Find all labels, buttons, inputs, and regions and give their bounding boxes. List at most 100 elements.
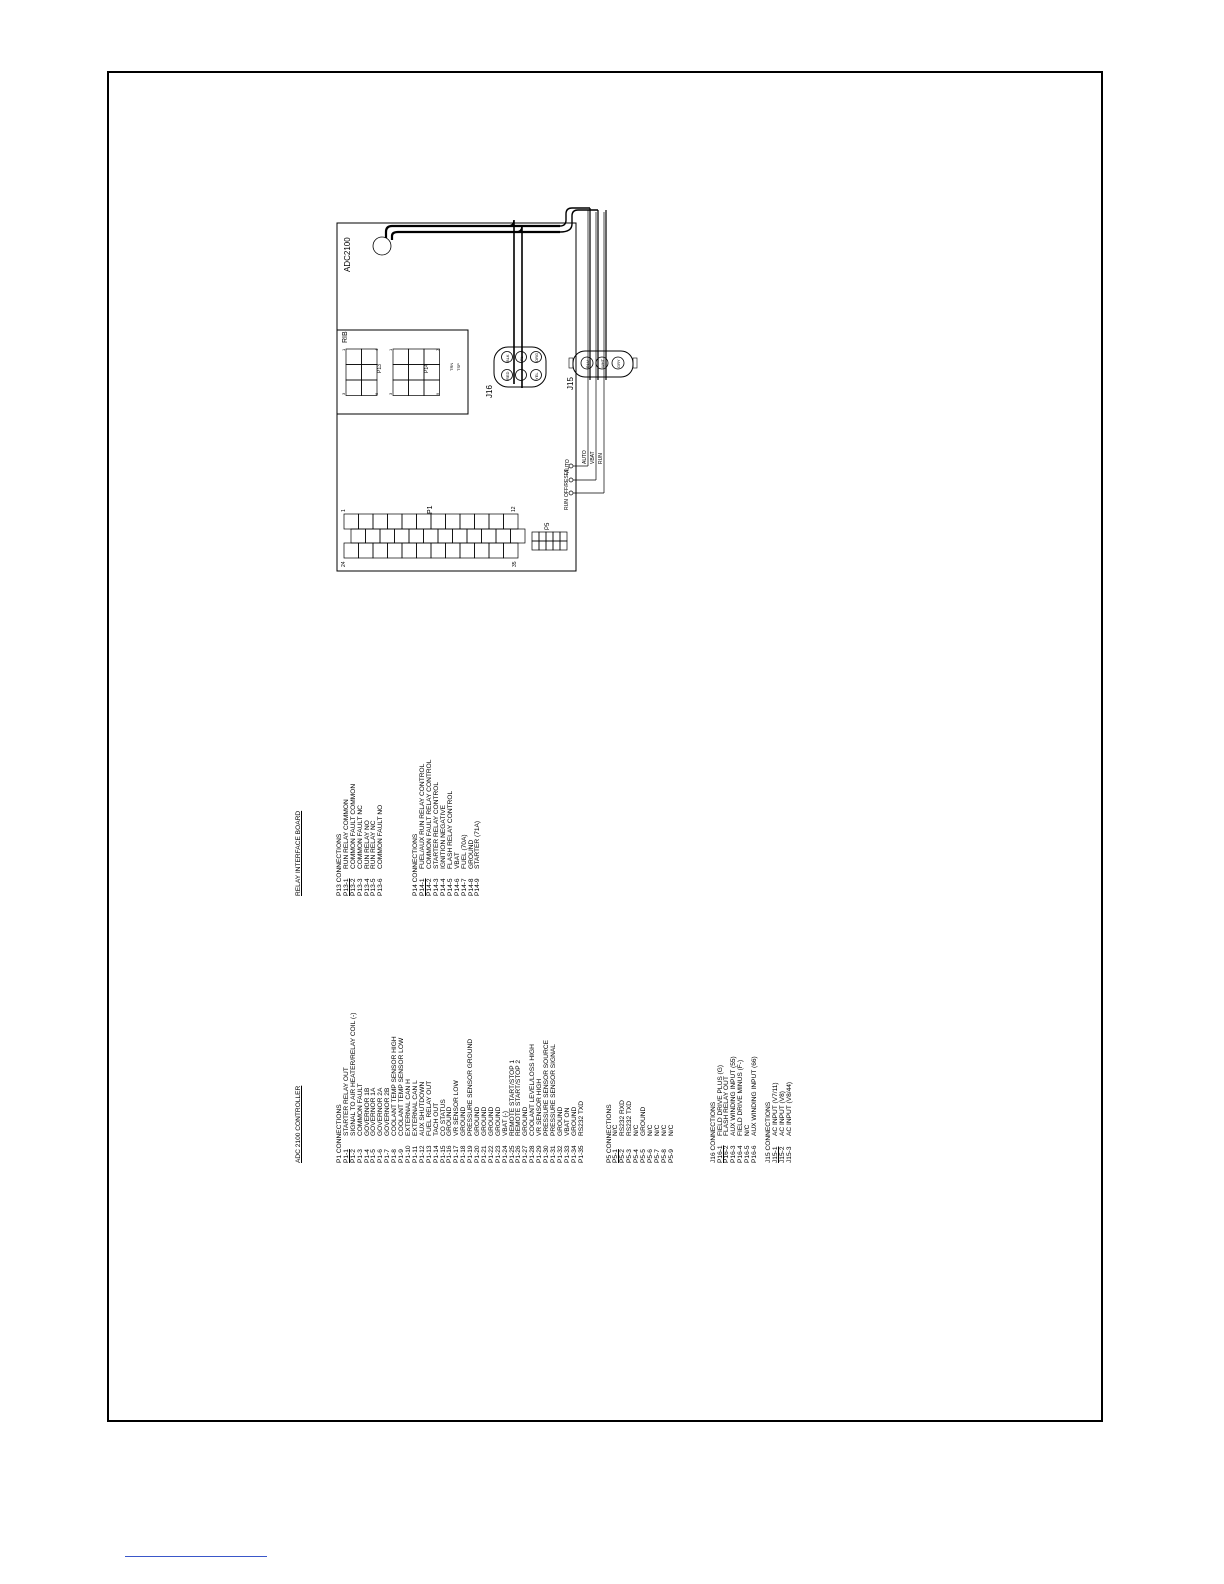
p1-pin-cell xyxy=(387,542,403,559)
legend-row: P1-33VBAT ON xyxy=(564,1013,572,1163)
legend-row: P14-5FLASH RELAY CONTROL xyxy=(447,760,455,896)
p1-pin-cell xyxy=(474,542,490,559)
j15-pin-wht-label: WHT xyxy=(600,358,605,368)
p5-label: P5 xyxy=(545,522,551,530)
legend-section-title: P5 CONNECTIONS xyxy=(605,1104,613,1163)
p1-pin-cell xyxy=(445,513,461,530)
legend-row: P5-9N/C xyxy=(668,1013,676,1163)
p1-pin-cell xyxy=(488,542,504,559)
p1-pin-cell xyxy=(416,513,432,530)
legend-row: P5-6N/C xyxy=(647,1013,655,1163)
legend-row: P5-1N/C xyxy=(612,1013,620,1163)
j16-pin-red-label: RED xyxy=(505,371,510,380)
p1-pin-bottom-right: 35 xyxy=(512,561,518,567)
j16-pin-blk xyxy=(501,351,513,363)
j16-plug xyxy=(493,346,547,388)
page-frame xyxy=(107,71,1103,1422)
p1-pin-cell xyxy=(510,528,526,544)
p13-pin-cell xyxy=(361,379,378,396)
p5-pin-cell xyxy=(538,531,547,542)
p5-pin-cell xyxy=(552,540,561,551)
pin-code: P14-9 xyxy=(474,878,482,896)
p1-pin-cell xyxy=(488,513,504,530)
p14-pin-cell xyxy=(392,364,409,381)
j15-pin-gry-label: GRY xyxy=(616,359,621,368)
legend-row: J15-3 AC INPUT (V8/44) xyxy=(785,1013,794,1164)
legend-row: P1-35RS232 TXD xyxy=(577,1013,586,1163)
p1-pin-cell xyxy=(358,513,374,530)
j16-label: J16 xyxy=(485,385,494,398)
p1-pin-cell xyxy=(459,542,475,559)
p13-corner-4: 4 xyxy=(374,348,379,351)
legend-row: P14-7FUEL (70A) xyxy=(461,760,469,896)
p13-corner-1: 3 xyxy=(341,392,346,395)
p1-pin-cell xyxy=(430,542,446,559)
p5-pin-cell xyxy=(559,540,568,551)
p1-pin-cell xyxy=(387,513,403,530)
j15-pin-blu-label: BLU xyxy=(585,360,590,368)
p1-pin-cell xyxy=(430,513,446,530)
p1-pin-cell xyxy=(372,542,388,559)
p13-corner-2: 1 xyxy=(341,348,346,351)
p14-pin-cell xyxy=(408,379,425,396)
p13-pin-cell xyxy=(345,379,362,396)
p1-pin-cell xyxy=(481,528,497,544)
legend-row: P13-6COMMON FAULT NO xyxy=(377,760,385,896)
pin-description: COMMON FAULT NO xyxy=(377,804,385,869)
p1-pin-cell xyxy=(343,513,359,530)
rib-board xyxy=(336,329,469,415)
p13-pin-cell xyxy=(345,364,362,381)
p5-pin-cell xyxy=(531,540,540,551)
p1-pin-cell xyxy=(495,528,511,544)
p1-pin-cell xyxy=(416,542,432,559)
p14-pin-cell xyxy=(408,348,425,365)
p1-pin-cell xyxy=(343,542,359,559)
pin-description: STARTER (71A) xyxy=(474,820,482,869)
legend-row: P14-6VBAT xyxy=(454,760,462,896)
p5-pin-cell xyxy=(531,531,540,542)
rib-label: RIB xyxy=(342,331,349,343)
pin-code: P1-35 xyxy=(577,1145,585,1163)
j16-pin-fl-label: FL xyxy=(519,356,524,361)
p1-pin-end-top: 12 xyxy=(511,506,517,512)
wire-label-run: RUN xyxy=(598,453,604,464)
p14-connector xyxy=(392,348,440,396)
p5-connector xyxy=(531,531,568,551)
legend-row: P1-23GROUND xyxy=(495,1013,503,1163)
legend-row: P1-14TACH OUT xyxy=(433,1013,441,1163)
mode-switch xyxy=(568,226,605,496)
legend-row: P1-15CO STATUS xyxy=(440,1013,448,1163)
legend-row: P5-2RS232 RXD xyxy=(619,1013,627,1163)
legend-row: P1-34GROUND xyxy=(571,1013,579,1163)
p14-label: P14 xyxy=(424,364,430,373)
p14-pin-cell xyxy=(392,379,409,396)
p1-pin-cell xyxy=(423,528,439,544)
legend-row: P1-20GROUND xyxy=(474,1013,482,1163)
p14-pin-cell xyxy=(423,379,440,396)
p14-corner-2: 1 xyxy=(388,348,393,351)
p5-pin-cell xyxy=(552,531,561,542)
p14-corner-1: 3 xyxy=(388,392,393,395)
p5-pin-cell xyxy=(545,540,554,551)
j16-pin-org xyxy=(530,351,542,363)
j15-pin-blu xyxy=(580,356,594,370)
p1-pin-cell xyxy=(503,542,519,559)
wire-label-auto: AUTO xyxy=(582,450,588,464)
p5-pin-cell xyxy=(545,531,554,542)
pin-description: AC INPUT (V8/44) xyxy=(785,1081,793,1136)
legend-row: P1-26REMOTE START/STOP 2 xyxy=(515,1013,523,1163)
p14-pin-cell xyxy=(392,348,409,365)
switch-label-off-reset: OFF/RESET xyxy=(564,469,570,497)
j15-plug xyxy=(568,350,638,378)
legend-row: P1-19PRESSURE SENSOR GROUND xyxy=(467,1013,475,1163)
pin-code: J15-3 xyxy=(785,1146,793,1164)
footer-rule xyxy=(125,1556,267,1557)
j16-pin-org-label: ORG xyxy=(534,353,539,362)
legend-row: P5-3RS232 TXD xyxy=(626,1013,634,1163)
p1-pin-cell xyxy=(466,528,482,544)
